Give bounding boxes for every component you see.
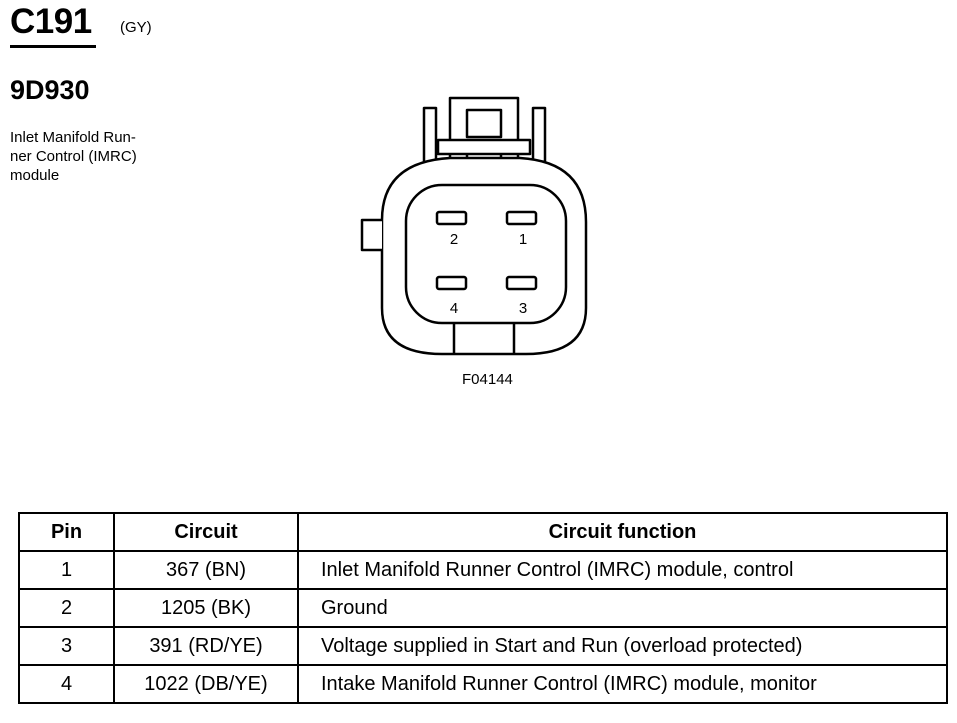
header-pin: Pin xyxy=(18,512,115,552)
terminal-pin-3 xyxy=(505,275,538,291)
table-row: 4 1022 (DB/YE) Intake Manifold Runner Co… xyxy=(18,664,948,704)
cell-pin: 1 xyxy=(18,550,115,590)
pin-label-2: 2 xyxy=(450,231,458,248)
left-rail xyxy=(422,106,438,168)
connector-cavity xyxy=(404,183,568,325)
cell-function: Intake Manifold Runner Control (IMRC) mo… xyxy=(297,664,948,704)
description-line: Inlet Manifold Run- xyxy=(10,129,136,146)
part-number: 9D930 xyxy=(10,75,90,105)
description-line: module xyxy=(10,167,60,184)
cell-pin: 3 xyxy=(18,626,115,666)
cell-function: Voltage supplied in Start and Run (overl… xyxy=(297,626,948,666)
connector-face-diagram: 2 1 4 3 xyxy=(360,96,588,356)
locking-tab-window-upper xyxy=(465,108,503,139)
cell-circuit: 1022 (DB/YE) xyxy=(113,664,299,704)
header-circuit: Circuit xyxy=(113,512,299,552)
header-circuit-function: Circuit function xyxy=(297,512,948,552)
component-description: Inlet Manifold Run- ner Control (IMRC) m… xyxy=(10,128,175,185)
pin-label-4: 4 xyxy=(450,300,458,317)
connector-id: C191 xyxy=(10,2,92,41)
connector-color-code: (GY) xyxy=(120,19,152,36)
cell-circuit: 367 (BN) xyxy=(113,550,299,590)
cell-circuit: 391 (RD/YE) xyxy=(113,626,299,666)
cell-function: Ground xyxy=(297,588,948,628)
figure-code: F04144 xyxy=(462,371,513,388)
table-row: 3 391 (RD/YE) Voltage supplied in Start … xyxy=(18,626,948,666)
connector-id-underline xyxy=(10,45,96,48)
cell-function: Inlet Manifold Runner Control (IMRC) mod… xyxy=(297,550,948,590)
cell-pin: 2 xyxy=(18,588,115,628)
table-row: 2 1205 (BK) Ground xyxy=(18,588,948,628)
terminal-pin-4 xyxy=(435,275,468,291)
terminal-pin-1 xyxy=(505,210,538,226)
right-rail xyxy=(531,106,547,168)
pin-label-1: 1 xyxy=(519,231,527,248)
pin-table: Pin Circuit Circuit function 1 367 (BN) … xyxy=(18,512,948,704)
table-header-row: Pin Circuit Circuit function xyxy=(18,512,948,552)
description-line: ner Control (IMRC) xyxy=(10,148,137,165)
pin-label-3: 3 xyxy=(519,300,527,317)
terminal-pin-2 xyxy=(435,210,468,226)
bottom-latch xyxy=(452,323,516,354)
table-row: 1 367 (BN) Inlet Manifold Runner Control… xyxy=(18,550,948,590)
housing-key xyxy=(360,218,382,252)
cell-pin: 4 xyxy=(18,664,115,704)
connector-housing xyxy=(380,156,588,356)
locking-tab-bar xyxy=(436,138,532,156)
cell-circuit: 1205 (BK) xyxy=(113,588,299,628)
